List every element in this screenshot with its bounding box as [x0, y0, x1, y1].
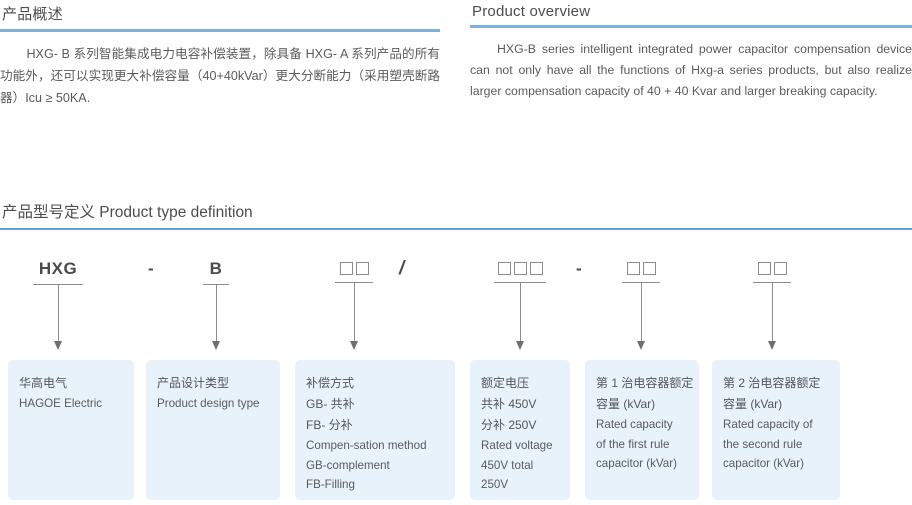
code-placeholder-boxes: [619, 258, 663, 278]
product-overview-body-en: HXG-B series intelligent integrated powe…: [470, 42, 912, 98]
code-separator-dash-2: -: [576, 259, 582, 278]
placeholder-square: [339, 261, 353, 275]
card-line: Rated voltage: [481, 439, 553, 452]
code-group-capacity-1: [619, 258, 663, 350]
placeholder-square: [642, 261, 656, 275]
card-line: 分补 250V: [481, 418, 537, 432]
code-underline: [753, 282, 791, 283]
code-text-hxg: HXG: [38, 259, 78, 278]
card-line: 250V: [481, 478, 509, 491]
placeholder-square: [355, 261, 369, 275]
code-separator-dash-1: -: [148, 259, 154, 278]
leader-arrow: [637, 341, 645, 350]
code-group-rated-voltage: [490, 258, 550, 350]
product-overview-heading-en: Product overview: [472, 3, 591, 20]
card-line: 共补 450V: [481, 397, 537, 411]
leader-line: [353, 283, 355, 341]
intro-column-english: Product overview HXG-B series intelligen…: [470, 0, 912, 102]
card-rated-voltage: 额定电压 共补 450V 分补 250V Rated voltage 450V …: [470, 360, 570, 500]
heading-rule-left: [0, 29, 440, 32]
card-line: capacitor (kVar): [723, 457, 804, 470]
section-rule: [0, 228, 912, 230]
code-placeholder-boxes: [332, 258, 376, 278]
leader-line: [519, 283, 521, 341]
card-capacity-second: 第 2 治电容器额定 容量 (kVar) Rated capacity of t…: [712, 360, 840, 500]
card-line: 补偿方式: [306, 376, 355, 390]
card-line: 容量 (kVar): [723, 397, 783, 411]
code-group-b: B: [196, 258, 236, 350]
code-underline: [33, 284, 83, 285]
card-line: GB-complement: [306, 458, 390, 472]
card-line: HAGOE Electric: [19, 397, 103, 410]
card-line: Product design type: [157, 397, 260, 410]
card-line: Rated capacity: [596, 418, 673, 431]
code-text-b: B: [209, 259, 223, 278]
card-capacity-first: 第 1 治电容器额定 容量 (kVar) Rated capacity of t…: [585, 360, 699, 500]
leader-arrow: [768, 341, 776, 350]
card-line: 华高电气: [19, 376, 68, 390]
leader-arrow: [212, 341, 220, 350]
card-line: 容量 (kVar): [596, 397, 656, 411]
leader-line: [215, 285, 217, 341]
placeholder-square: [497, 261, 511, 275]
leader-line: [771, 283, 773, 341]
leader-line: [640, 283, 642, 341]
card-line: 第 2 治电容器额定: [723, 376, 821, 390]
card-line: the second rule: [723, 437, 803, 451]
card-line: GB- 共补: [306, 397, 355, 411]
code-underline: [335, 282, 373, 283]
model-code-diagram: HXG - B /: [0, 258, 912, 505]
card-compensation-method: 补偿方式 GB- 共补 FB- 分补 Compen-sation method …: [295, 360, 455, 500]
intro-column-chinese: 产品概述 HXG- B 系列智能集成电力电容补偿装置，除具备 HXG- A 系列…: [0, 0, 440, 109]
card-design-type: 产品设计类型 Product design type: [146, 360, 280, 500]
leader-line: [57, 285, 59, 341]
card-line: FB-Filling: [306, 478, 355, 491]
card-line: 额定电压: [481, 376, 530, 390]
placeholder-square: [529, 261, 543, 275]
code-placeholder-boxes: [750, 258, 794, 278]
code-separator-slash: /: [399, 258, 405, 279]
code-group-compensation: [332, 258, 376, 350]
code-group-capacity-2: [750, 258, 794, 350]
product-overview-body-cn: HXG- B 系列智能集成电力电容补偿装置，除具备 HXG- A 系列产品的所有…: [0, 47, 440, 105]
code-group-hxg: HXG: [22, 258, 94, 350]
leader-arrow: [54, 341, 62, 350]
product-type-definition-section: 产品型号定义 Product type definition: [0, 200, 912, 230]
card-line: Compen-sation method: [306, 439, 427, 452]
code-underline: [622, 282, 660, 283]
placeholder-square: [757, 261, 771, 275]
definition-cards: 华高电气 HAGOE Electric 产品设计类型 Product desig…: [0, 360, 912, 502]
placeholder-square: [773, 261, 787, 275]
code-underline: [494, 282, 546, 283]
placeholder-square: [626, 261, 640, 275]
section-title: 产品型号定义 Product type definition: [2, 204, 253, 221]
leader-arrow: [350, 341, 358, 350]
card-line: Rated capacity of: [723, 418, 813, 431]
card-line: 450V total: [481, 458, 534, 472]
card-line: of the first rule: [596, 437, 670, 451]
card-manufacturer: 华高电气 HAGOE Electric: [8, 360, 134, 500]
card-line: 产品设计类型: [157, 376, 230, 390]
product-overview-heading-cn: 产品概述: [2, 6, 63, 23]
code-placeholder-boxes: [490, 258, 550, 278]
card-line: FB- 分补: [306, 418, 353, 432]
card-line: capacitor (kVar): [596, 457, 677, 470]
placeholder-square: [513, 261, 527, 275]
code-underline: [203, 284, 229, 285]
heading-rule-right: [470, 25, 912, 28]
leader-arrow: [516, 341, 524, 350]
card-line: 第 1 治电容器额定: [596, 376, 694, 390]
